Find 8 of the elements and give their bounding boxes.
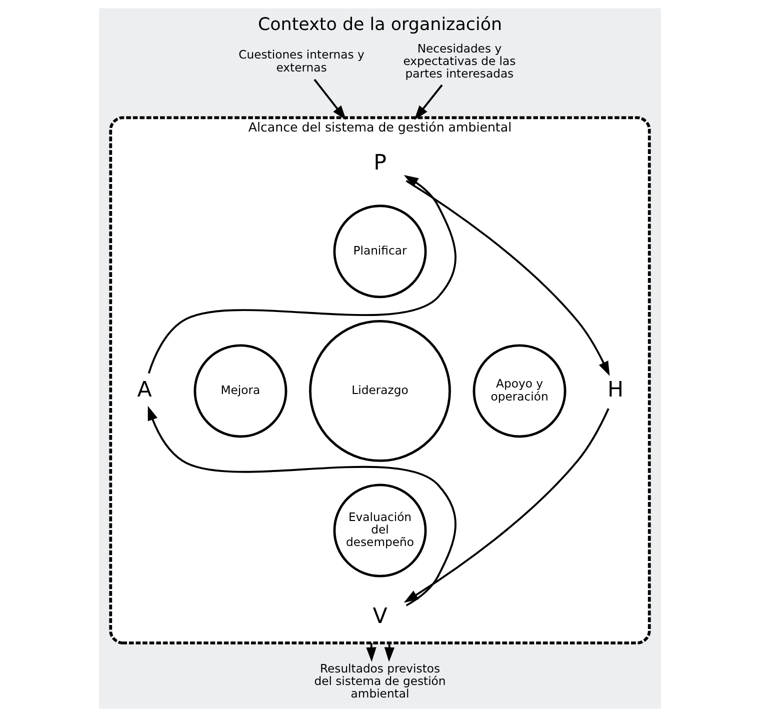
- node-text: H: [607, 377, 624, 402]
- node-text: Necesidades y expectativas de las partes interesadas: [403, 41, 516, 81]
- node-text: Cuestiones internas y externas: [238, 48, 364, 74]
- node-text: P: [374, 150, 386, 176]
- node-text: Resultados previstos del sistema de gestión ambiental: [314, 662, 446, 701]
- node-text: A: [137, 377, 152, 402]
- node-text: V: [372, 604, 388, 630]
- diagram-title: Contexto de la organización: [258, 14, 502, 35]
